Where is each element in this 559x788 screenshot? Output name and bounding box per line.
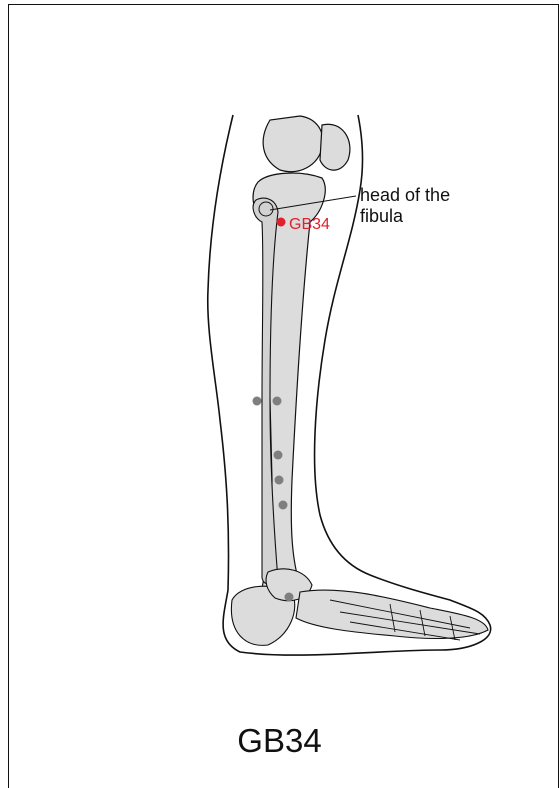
acupoint-gray (275, 476, 284, 485)
figure-caption: GB34 (0, 722, 559, 760)
annotation-text-line2: fibula (360, 206, 404, 226)
acupoint-gray (253, 397, 262, 406)
acupoint-gray (273, 397, 282, 406)
patella-shape (263, 116, 323, 172)
acupoint-gray (279, 501, 288, 510)
gb34-point (277, 218, 286, 227)
acupoint-gray (285, 593, 294, 602)
femur-condyle (320, 124, 350, 170)
annotation-text-line1: head of the (360, 185, 450, 205)
gb34-point-label: GB34 (289, 216, 330, 233)
acupoint-gray (274, 451, 283, 460)
